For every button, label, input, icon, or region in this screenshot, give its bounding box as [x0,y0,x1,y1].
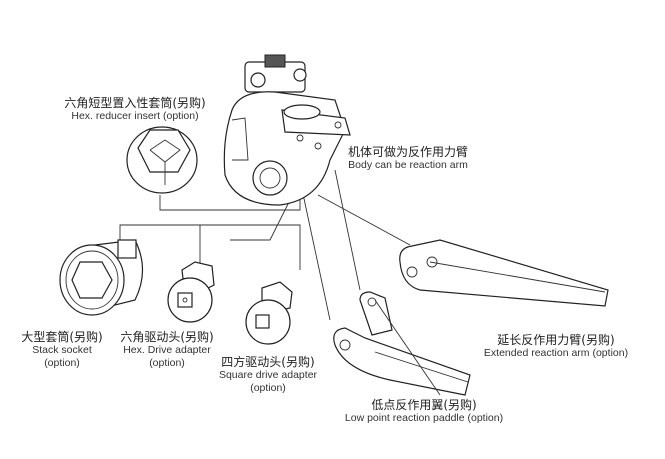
extended-arm-en: Extended reaction arm (option) [483,347,629,360]
square-drive-en: Square drive adapter [218,369,318,382]
torque-wrench-body [223,54,351,206]
hex-drive-adapter-label: 六角驱动头(另购) Hex. Drive adapter (option) [120,330,213,370]
hex-drive-en: Hex. Drive adapter [123,344,211,357]
extended-arm-label: 延长反作用力臂(另购) Extended reaction arm (optio… [484,333,628,360]
body-arm-zh: 机体可做为反作用力臂 [347,145,469,159]
hex-drive-zh: 六角驱动头(另购) [120,330,214,344]
extended-reaction-arm-drawing [399,239,609,307]
low-point-paddle-drawing [333,291,471,396]
stack-socket-drawing [59,239,144,316]
square-drive-option: (option) [250,381,286,394]
connector-lines [119,169,411,321]
body-arm-en: Body can be reaction arm [348,159,468,172]
stack-socket-en: Stack socket [32,344,92,357]
low-paddle-en: Low point reaction paddle (option) [344,412,504,425]
low-point-paddle-label: 低点反作用翼(另购) Low point reaction paddle (op… [345,398,503,425]
square-drive-adapter-label: 四方驱动头(另购) Square drive adapter (option) [219,355,317,395]
low-paddle-zh: 低点反作用翼(另购) [371,398,477,412]
hex-reducer-zh: 六角短型置入性套筒(另购) [64,96,206,110]
hex-reducer-insert-drawing [126,126,198,194]
hex-drive-option: (option) [149,356,185,369]
body-reaction-arm-label: 机体可做为反作用力臂 Body can be reaction arm [348,145,468,172]
stack-socket-label: 大型套筒(另购) Stack socket (option) [21,330,102,370]
stack-socket-option: (option) [44,356,80,369]
hex-reducer-insert-label: 六角短型置入性套筒(另购) Hex. reducer insert (optio… [64,96,205,123]
extended-arm-zh: 延长反作用力臂(另购) [497,333,615,347]
hex-reducer-en: Hex. reducer insert (option) [71,110,199,123]
square-drive-zh: 四方驱动头(另购) [221,355,315,369]
stack-socket-zh: 大型套筒(另购) [21,330,103,344]
square-drive-adapter-drawing [245,281,293,345]
hex-drive-adapter-drawing [167,261,215,323]
